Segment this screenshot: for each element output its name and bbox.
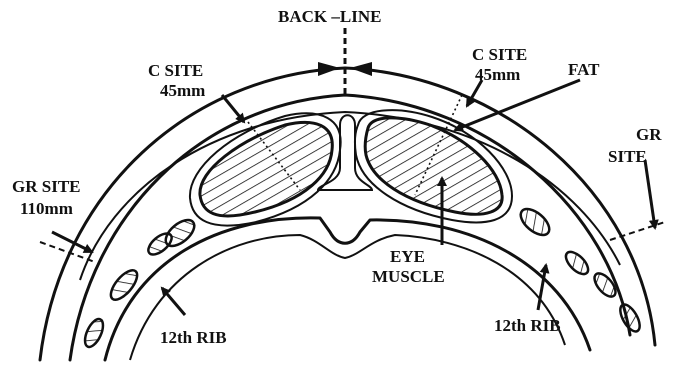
gr-site-right-arrow (645, 160, 655, 228)
eye-muscle-right (365, 118, 502, 214)
rib-section (516, 204, 554, 240)
rib-left-arrow (162, 288, 185, 315)
eye-muscle-label-2: MUSCLE (372, 267, 445, 286)
rib-section (616, 302, 643, 335)
back-line-label: BACK –LINE (278, 7, 381, 26)
eye-muscle-label-1: EYE (390, 247, 425, 266)
eye-muscle-left (200, 122, 332, 216)
fat-label: FAT (568, 60, 600, 79)
c-site-right-measure: 45mm (475, 65, 520, 84)
rib-section (145, 230, 175, 259)
c-site-left-measure: 45mm (160, 81, 205, 100)
c-site-right-label: C SITE (472, 45, 527, 64)
rib-section (81, 316, 106, 349)
gr-site-left-measure: 110mm (20, 199, 73, 218)
gr-right-label: GR (636, 125, 662, 144)
rib-left-label: 12th RIB (160, 328, 227, 347)
fat-arrow (455, 80, 580, 130)
c-site-left-arrow (222, 95, 244, 122)
c-site-left-label: C SITE (148, 61, 203, 80)
rib-section (106, 266, 141, 304)
gr-right-site-label: SITE (608, 147, 647, 166)
rib-section (562, 248, 592, 278)
gr-site-left-label: GR SITE (12, 177, 81, 196)
rib-right-label: 12th RIB (494, 316, 561, 335)
